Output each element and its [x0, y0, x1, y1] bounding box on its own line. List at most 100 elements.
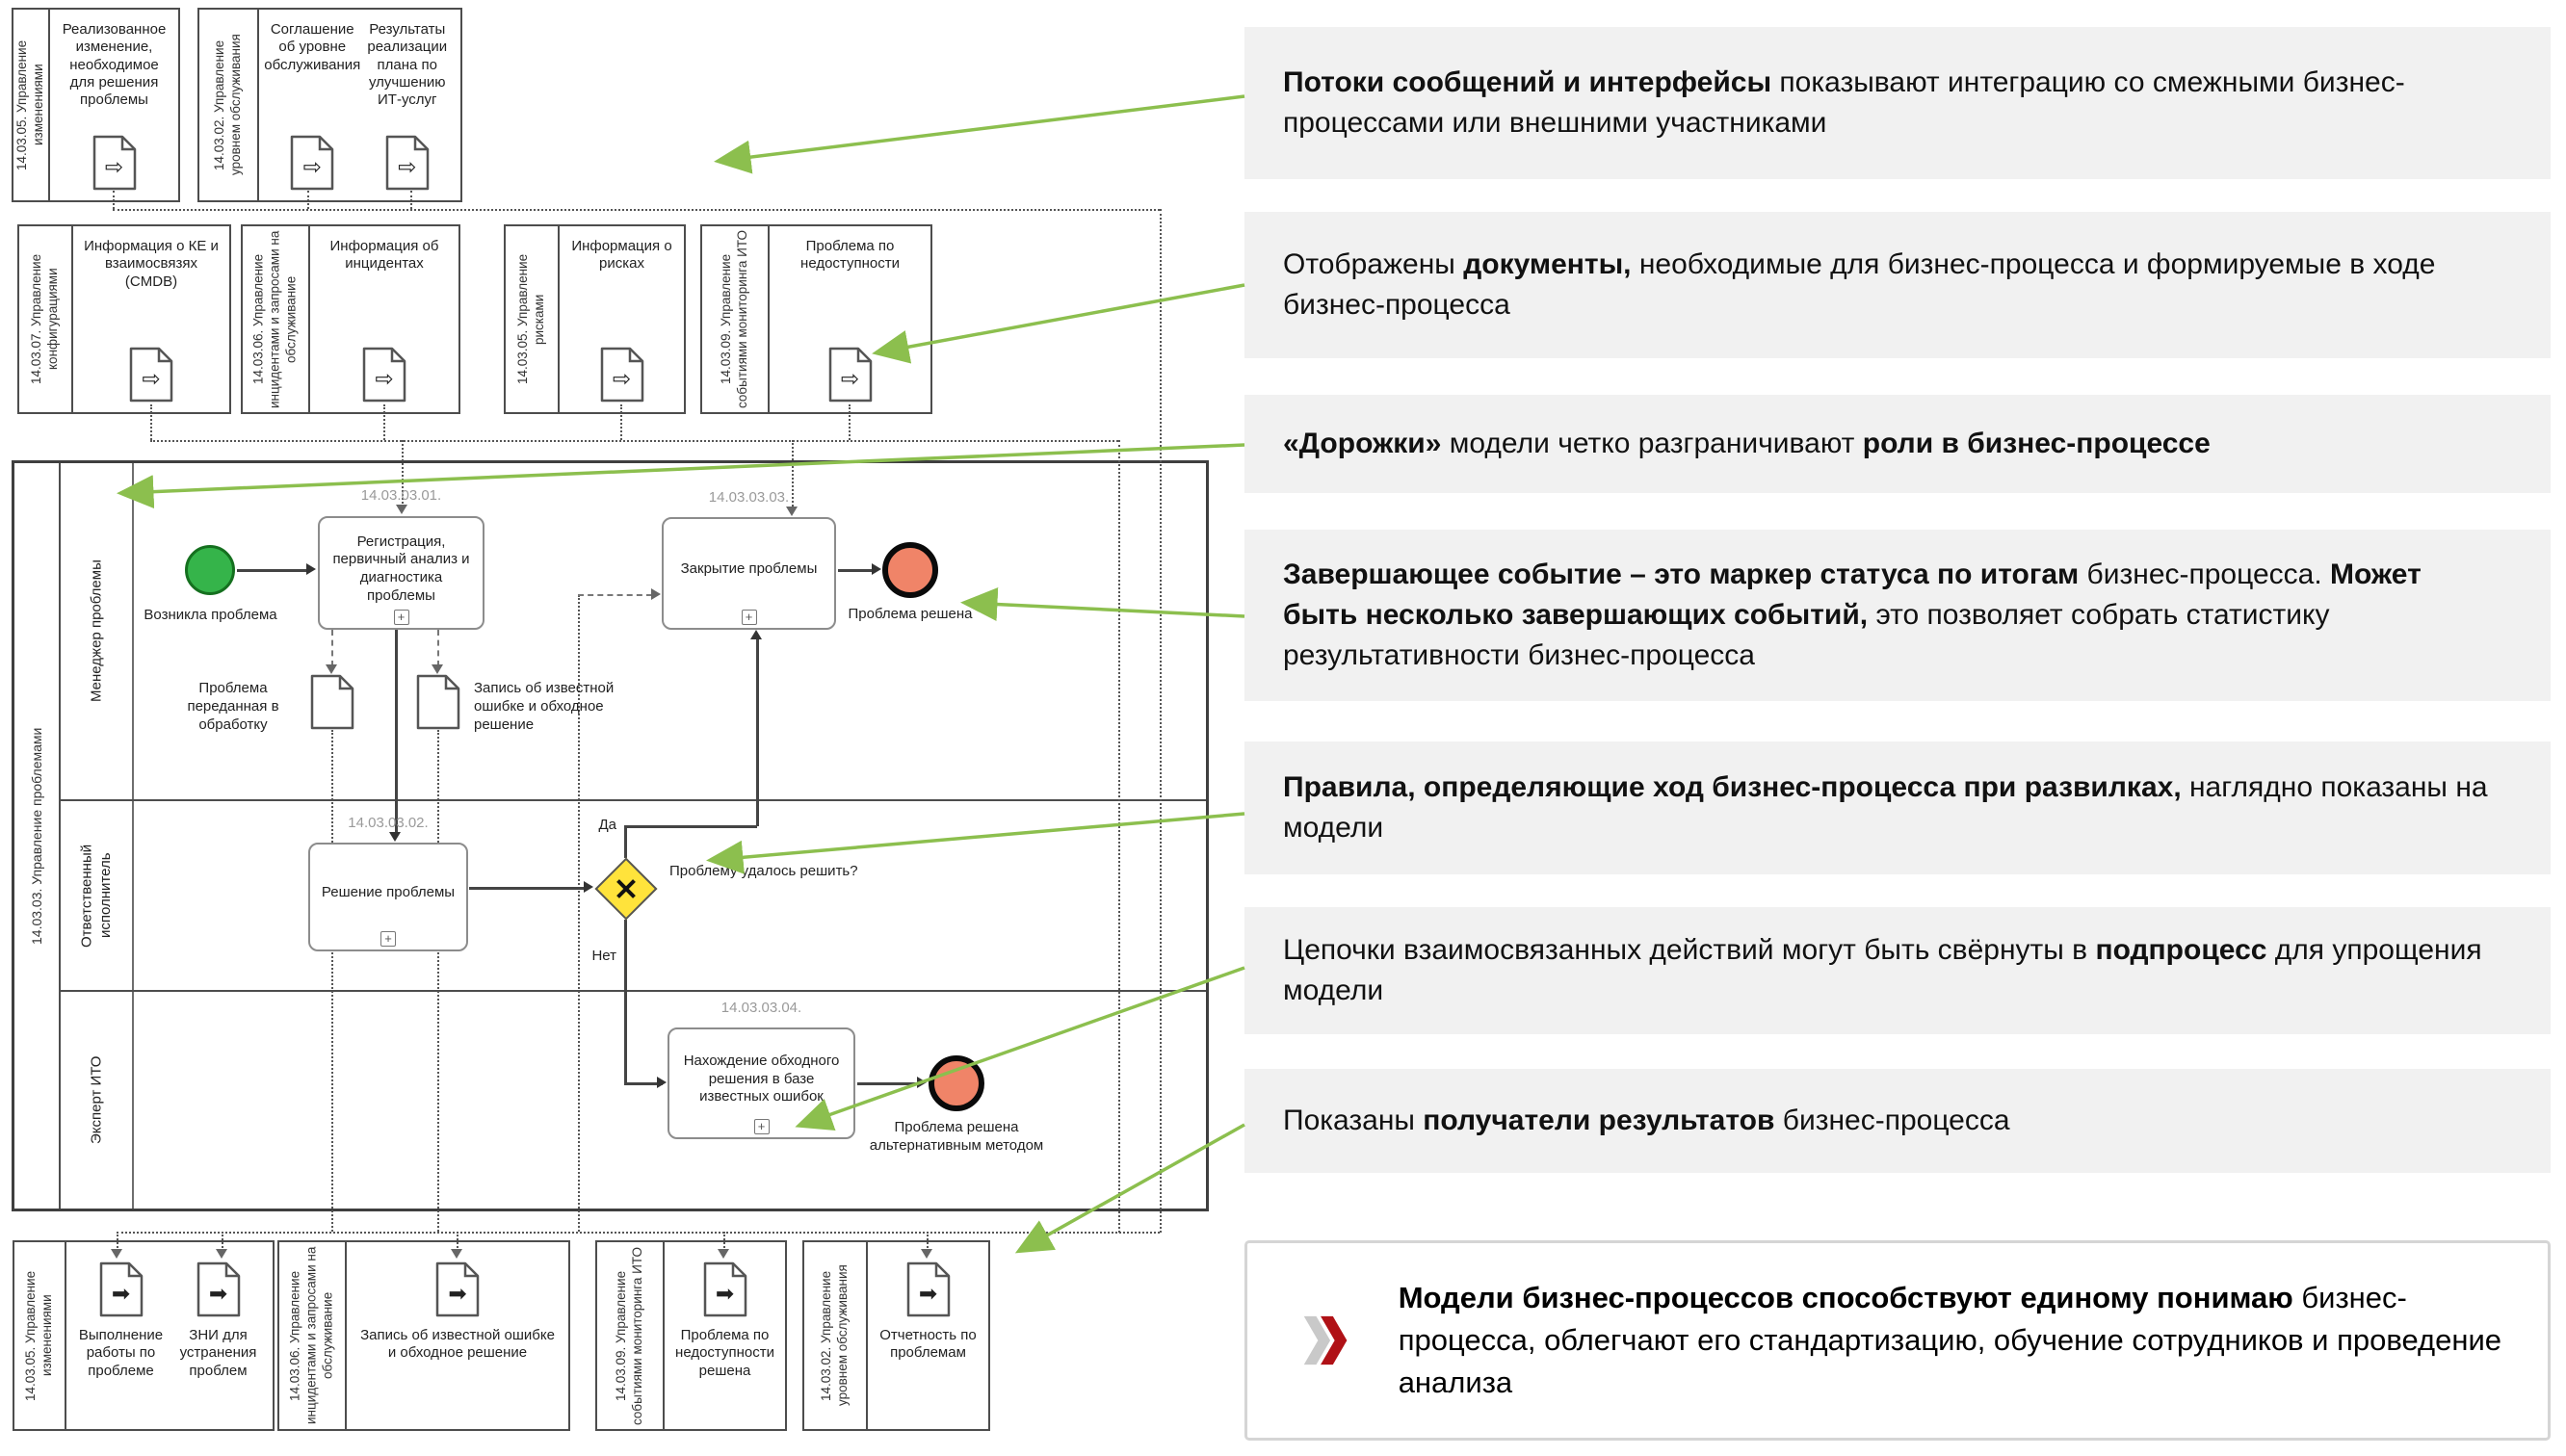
sequence-flow: [838, 569, 874, 572]
document-label: Запись об известной ошибке и обходное ре…: [360, 1327, 555, 1362]
data-object-cell: Реализованное изменение, необходимое для…: [56, 17, 172, 193]
document-label: Информация о рисках: [571, 238, 672, 273]
message-flow: [113, 209, 1160, 211]
arrowhead: [396, 505, 407, 514]
document-icon: ➡: [703, 1261, 747, 1317]
data-object-cell: ➡ Запись об известной ошибке и обходное …: [353, 1250, 563, 1421]
task-id: 14.03.03.01.: [360, 487, 442, 504]
task-label: Регистрация, первичный анализ и диагност…: [332, 533, 470, 604]
task-find-workaround: Нахождение обходного решения в базе изве…: [668, 1027, 855, 1139]
pool-monitoring-events-bottom: 14.03.09. Управление событиями мониторин…: [595, 1240, 787, 1431]
start-event-label: Возникла проблема: [144, 607, 277, 623]
end-event-label: Проблема решена: [848, 606, 973, 622]
message-flow: [410, 191, 412, 209]
document-icon: ⇨: [290, 135, 334, 191]
pool-title: 14.03.02. Управление уровнем обслуживани…: [804, 1242, 868, 1429]
data-object-cell: Информация о КЕ и взаимосвязях (CMDB) ⇨: [79, 234, 223, 404]
data-object-cell: Информация об инцидентах ⇨: [316, 234, 453, 404]
arrowhead: [326, 664, 337, 674]
pool-incident-management-top: 14.03.06. Управление инцидентами и запро…: [241, 224, 460, 414]
arrowhead: [111, 1249, 122, 1259]
pool-title: 14.03.09. Управление событиями мониторин…: [597, 1242, 665, 1429]
message-flow: [331, 730, 333, 1232]
arrowhead: [389, 832, 401, 842]
callout-text: Отображены документы, необходимые для би…: [1283, 248, 2436, 321]
arrowhead: [651, 588, 661, 600]
task-id: 14.03.03.03.: [708, 489, 790, 506]
sequence-flow-yes: [756, 639, 759, 826]
message-flow: [117, 1232, 1160, 1234]
task-close-problem: Закрытие проблемы +: [662, 517, 836, 630]
document-label: Соглашение об уровне обслуживания: [264, 21, 361, 73]
document-icon: ➡: [99, 1261, 144, 1317]
lane-title: Эксперт ИТО: [61, 992, 134, 1209]
lane-title: Менеджер проблемы: [61, 463, 134, 799]
callout-documents: Отображены документы, необходимые для би…: [1244, 212, 2551, 358]
callout-lanes: «Дорожки» модели четко разграничивают ро…: [1244, 395, 2551, 493]
message-flow: [222, 1232, 223, 1251]
arrowhead: [657, 1077, 667, 1088]
lane-ito-expert: Эксперт ИТО: [61, 992, 1206, 1209]
doc-input-arrow-icon: ⇨: [104, 153, 124, 179]
doc-output-arrow-icon: ➡: [448, 1280, 467, 1306]
subprocess-marker-icon: +: [741, 610, 757, 625]
callout-text: «Дорожки» модели четко разграничивают ро…: [1283, 428, 2211, 459]
pool-title: 14.03.05. Управление изменениями: [14, 1242, 66, 1429]
pool-incident-management-bottom: 14.03.06. Управление инцидентами и запро…: [277, 1240, 570, 1431]
end-event-label: Проблема решена альтернативным методом: [869, 1119, 1044, 1154]
arrowhead: [216, 1249, 227, 1259]
task-solve-problem: Решение проблемы +: [308, 843, 468, 951]
arrowhead: [306, 563, 316, 575]
message-flow: [150, 440, 1118, 442]
pool-title: 14.03.06. Управление инцидентами и запро…: [279, 1242, 347, 1429]
callout-end-event: Завершающее событие – это маркер статуса…: [1244, 530, 2551, 701]
doc-input-arrow-icon: ⇨: [840, 365, 860, 391]
sequence-flow: [237, 569, 307, 572]
task-label: Решение проблемы: [321, 884, 456, 901]
summary-box: Модели бизнес-процессов способствуют еди…: [1244, 1240, 2551, 1441]
arrowhead: [451, 1249, 462, 1259]
data-association: [437, 630, 439, 666]
sequence-flow: [395, 630, 398, 836]
doc-output-arrow-icon: ➡: [111, 1280, 131, 1306]
data-association: [331, 630, 333, 666]
pool-title: 14.03.06. Управление инцидентами и запро…: [243, 226, 310, 412]
message-flow: [117, 1232, 118, 1251]
data-object-cell: ➡ Отчетность по проблемам: [874, 1250, 982, 1421]
pool-change-management-bottom: 14.03.05. Управление изменениями ➡ Выпол…: [13, 1240, 275, 1431]
pool-title: 14.03.03. Управление проблемами: [14, 463, 61, 1209]
document-label: Отчетность по проблемам: [879, 1327, 977, 1362]
arrowhead: [718, 1249, 729, 1259]
task-label: Нахождение обходного решения в базе изве…: [683, 1052, 840, 1105]
data-object-cell: Результаты реализации плана по улучшению…: [360, 17, 456, 193]
pool-title: 14.03.09. Управление событиями мониторин…: [702, 226, 770, 412]
document-icon: ⇨: [600, 347, 644, 403]
lane-responsible-executor: Ответственный исполнитель: [61, 801, 1206, 992]
document-icon: ➡: [196, 1261, 241, 1317]
callout-subprocess: Цепочки взаимосвязанных действий могут б…: [1244, 907, 2551, 1034]
task-registration-analysis: Регистрация, первичный анализ и диагност…: [318, 516, 484, 630]
gateway-yes-label: Да: [598, 817, 616, 833]
message-flow: [620, 404, 622, 440]
doc-output-arrow-icon: ➡: [715, 1280, 735, 1306]
message-flow: [578, 595, 580, 1232]
callout-text: Правила, определяющие ход бизнес-процесс…: [1283, 771, 2488, 844]
lane-body: [134, 801, 1206, 990]
callout-result-recipients: Показаны получатели результатов бизнес-п…: [1244, 1069, 2551, 1173]
task-id: 14.03.03.02.: [348, 815, 429, 831]
doc-output-arrow-icon: ➡: [208, 1280, 228, 1306]
document-icon: ⇨: [129, 347, 173, 403]
message-flow: [457, 1232, 458, 1251]
data-object-label: Проблема переданная в обработку: [187, 680, 279, 733]
data-object-cell: ➡ Проблема по недоступности решена: [670, 1250, 779, 1421]
callout-text: Показаны получатели результатов бизнес-п…: [1283, 1105, 2010, 1136]
doc-input-arrow-icon: ⇨: [302, 153, 322, 179]
data-object-cell: Информация о рисках ⇨: [565, 234, 678, 404]
pool-configuration-management: 14.03.07. Управление конфигурациями Инфо…: [17, 224, 231, 414]
lane-title: Ответственный исполнитель: [61, 801, 134, 990]
document-label: Информация о КЕ и взаимосвязях (CMDB): [84, 238, 219, 290]
subprocess-marker-icon: +: [380, 931, 396, 947]
arrowhead: [750, 630, 762, 639]
pool-risk-management: 14.03.05. Управление рисками Информация …: [504, 224, 686, 414]
